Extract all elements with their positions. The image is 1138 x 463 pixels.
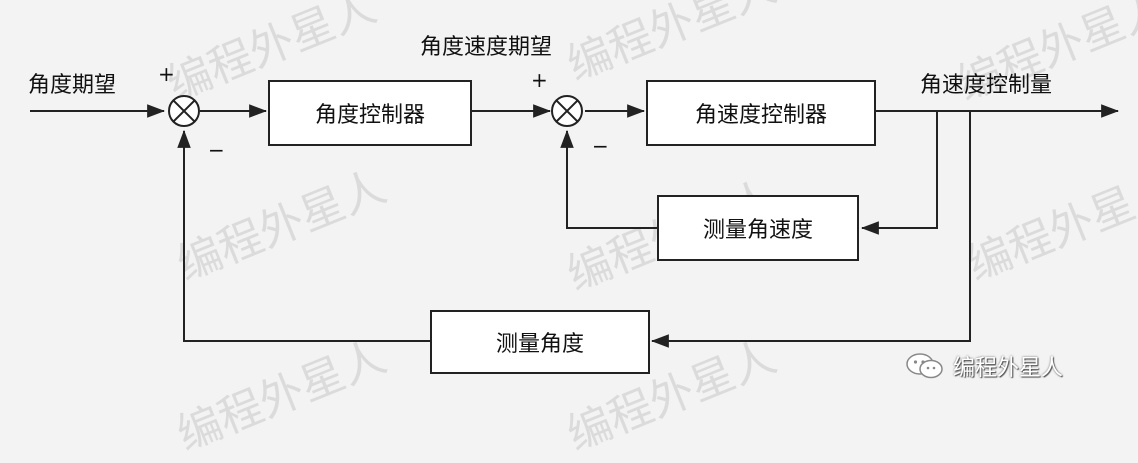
label-angle-setpoint: 角度期望 bbox=[28, 73, 117, 98]
edge-output-to-measure-angle bbox=[650, 111, 971, 348]
sum2-minus-sign: − bbox=[592, 134, 609, 158]
sum2-plus-sign: + bbox=[531, 68, 548, 92]
brand-text: 编程外星人 bbox=[953, 356, 1064, 381]
summing-junction-1 bbox=[168, 95, 200, 127]
block-measure-rate-label: 测量角速度 bbox=[702, 218, 813, 243]
block-angle-controller: 角度控制器 bbox=[268, 80, 472, 146]
edge-output-to-measure-rate bbox=[860, 111, 938, 235]
label-rate-setpoint: 角度速度期望 bbox=[420, 35, 553, 60]
brand-watermark: 编程外星人 bbox=[905, 350, 1063, 382]
block-measure-angle: 测量角度 bbox=[430, 310, 650, 374]
edge-measure-angle-to-sum1 bbox=[177, 129, 430, 342]
wechat-icon bbox=[906, 353, 943, 379]
edge-measure-rate-to-sum2 bbox=[560, 129, 657, 229]
sum1-minus-sign: − bbox=[208, 138, 225, 162]
block-angle-controller-label: 角度控制器 bbox=[314, 103, 425, 128]
block-measure-rate: 测量角速度 bbox=[657, 195, 859, 261]
block-measure-angle-label: 测量角度 bbox=[495, 332, 584, 357]
summing-junction-2 bbox=[551, 95, 583, 127]
block-rate-controller: 角速度控制器 bbox=[646, 80, 876, 146]
sum1-plus-sign: + bbox=[158, 62, 175, 86]
diagram-canvas bbox=[30, 95, 1120, 348]
label-rate-output: 角速度控制量 bbox=[920, 73, 1053, 98]
block-rate-controller-label: 角速度控制器 bbox=[694, 103, 827, 128]
